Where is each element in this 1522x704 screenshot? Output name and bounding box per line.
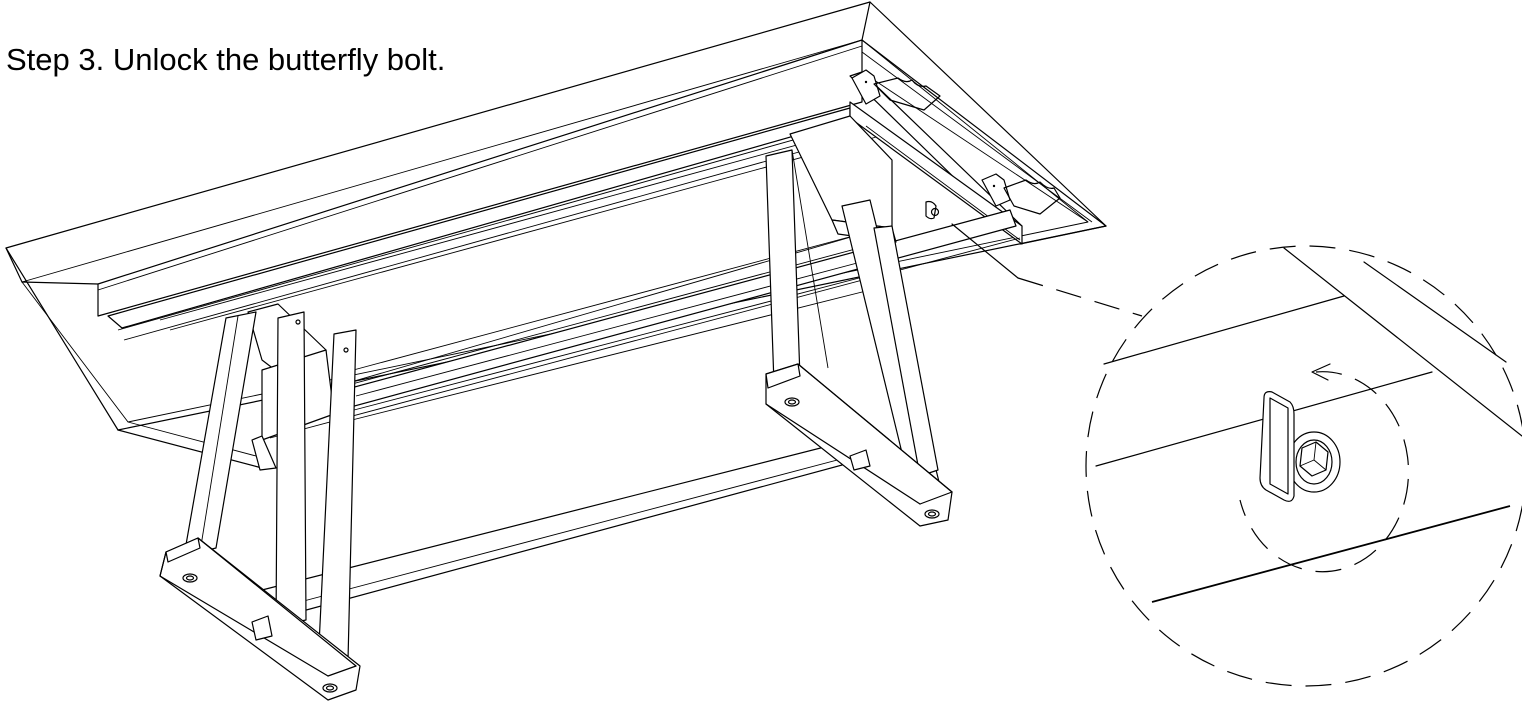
- rotation-arrow: [1239, 371, 1410, 573]
- butterfly-bolt-icon: [1259, 391, 1341, 502]
- detail-magnified-view: [1085, 245, 1522, 687]
- left-leg-assembly: [159, 303, 361, 701]
- step-instruction-text: Step 3. Unlock the butterfly bolt.: [6, 42, 446, 77]
- right-leg-assembly: [765, 115, 953, 527]
- callout-leader: [951, 223, 1143, 317]
